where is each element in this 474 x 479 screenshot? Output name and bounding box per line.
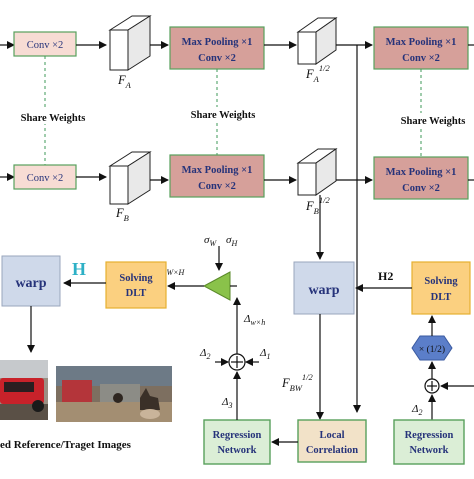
share-weights-left-bg [12,110,94,124]
images-caption: ed Reference/Traget Images [0,439,132,451]
regression-left-line2: Network [217,445,256,456]
label-delta1: Δ1 [259,347,270,361]
pool-block-a1-line2: Conv ×2 [198,53,236,64]
conv-block-b [13,164,77,190]
output-image-reference [0,360,48,420]
regression-right-line1: Regression [405,430,454,441]
solving-dlt-left [105,261,167,309]
regression-right-line2: Network [409,445,448,456]
local-correlation-block [297,419,367,463]
pool-block-a1-line1: Max Pooling ×1 [182,37,253,48]
pool-block-b2-line1: Max Pooling ×1 [386,167,457,178]
share-weights-right: Share Weights [401,116,466,127]
pool-block-b1-line1: Max Pooling ×1 [182,165,253,176]
label-fb-half: FB1/2 [305,195,330,216]
conv-block-b-label: Conv ×2 [27,173,64,184]
feature-cube-fa [108,15,152,71]
label-delta-wxh-lower: Δw×h [243,313,265,327]
pool-block-b2-line2: Conv ×2 [402,183,440,194]
regression-network-left [203,419,271,465]
scale-half-label: × (1/2) [419,344,445,355]
label-H: H [72,259,86,279]
warp-block-left [1,255,61,307]
pool-block-a1 [169,26,265,70]
pool-block-a2-line1: Max Pooling ×1 [386,37,457,48]
warp-block-left-label: warp [15,276,46,291]
pool-block-a2 [373,26,469,70]
label-fb: FB [115,206,129,223]
label-H2: H2 [378,269,393,283]
share-weights-mid: Share Weights [191,110,256,121]
share-weights-mid-bg [180,107,266,121]
conv-block-a-label: Conv ×2 [27,40,64,51]
scale-half-hexagon [411,335,453,361]
feature-cube-fa-half [296,17,338,65]
scale-triangle [202,271,231,301]
label-sigma-h: σH [226,234,238,248]
pool-block-b1-line2: Conv ×2 [198,181,236,192]
share-weights-right-bg [392,113,474,127]
local-correlation-line1: Local [319,430,344,441]
label-sigma-w: σW [204,234,217,248]
share-weights-left: Share Weights [21,113,86,124]
solving-dlt-left-line2: DLT [126,288,147,299]
label-fa: FA [117,73,132,90]
warp-block-mid-label: warp [308,283,339,298]
feature-cube-fb [108,151,152,205]
pool-block-b1 [169,154,265,198]
label-fbw-half: FBW1/2 [281,372,314,393]
local-correlation-line2: Correlation [306,445,358,456]
solving-dlt-right [411,261,471,315]
regression-network-right [393,419,465,465]
pool-block-a2-line2: Conv ×2 [402,53,440,64]
label-delta3: Δ3 [221,396,232,410]
pool-block-b2 [373,156,469,200]
solving-dlt-left-line1: Solving [119,273,153,284]
output-image-target [56,366,172,422]
label-delta2-right: Δ2 [411,403,422,417]
label-delta2-left: Δ2 [199,347,210,361]
solving-dlt-right-line1: Solving [424,276,458,287]
warp-block-mid [293,261,355,315]
solving-dlt-right-line2: DLT [431,292,452,303]
label-fa-half: FA1/2 [305,63,330,84]
regression-left-line1: Regression [213,430,262,441]
feature-cube-fb-half [296,148,338,196]
